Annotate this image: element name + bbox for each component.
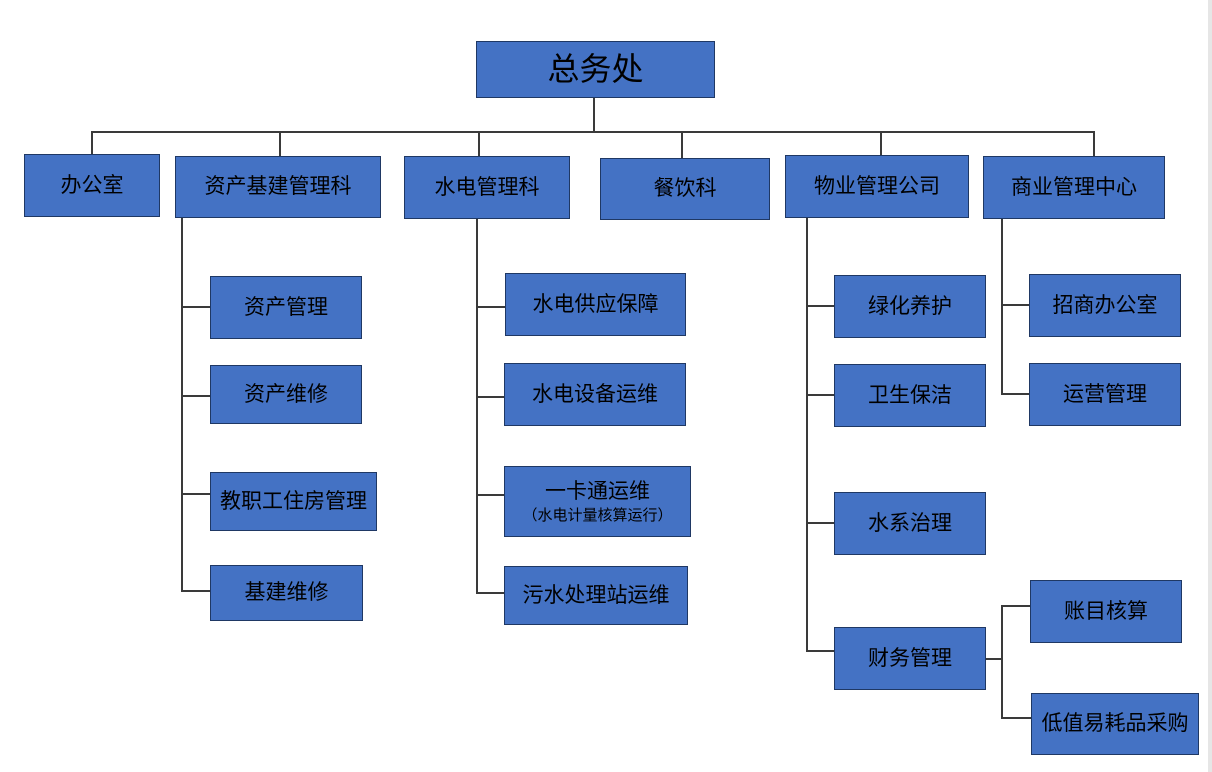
org-node-label: 办公室 [60, 172, 124, 197]
org-node-label: 污水处理站运维 [522, 582, 670, 607]
connector-line [1001, 393, 1031, 395]
org-node-label: 水系治理 [868, 510, 952, 535]
connector-line [181, 395, 211, 397]
connector-line [1001, 605, 1031, 607]
org-node-label: 物业管理公司 [814, 173, 940, 198]
org-node-finance: 财务管理 [834, 627, 986, 690]
page-edge [1208, 0, 1212, 772]
connector-line [91, 131, 1095, 133]
connector-line [476, 494, 506, 496]
connector-line [1001, 605, 1003, 719]
org-node-greening: 绿化养护 [834, 275, 986, 338]
org-node-operations: 运营管理 [1029, 363, 1181, 426]
org-node-label: 餐饮科 [653, 176, 717, 201]
connector-line [476, 592, 506, 594]
connector-line [91, 131, 93, 154]
org-node-water-power-dept: 水电管理科 [404, 156, 570, 219]
org-node-label: 资产维修 [244, 381, 328, 406]
org-node-label: 财务管理 [868, 645, 952, 670]
org-node-catering-dept: 餐饮科 [600, 158, 770, 220]
connector-line [476, 218, 478, 594]
connector-line [806, 217, 808, 652]
org-node-asset-repair: 资产维修 [210, 365, 362, 424]
org-node-staff-housing: 教职工住房管理 [210, 472, 377, 531]
connector-line [806, 522, 836, 524]
org-node-commercial-center: 商业管理中心 [983, 156, 1165, 219]
connector-line [181, 217, 183, 592]
org-node-label: 资产基建管理科 [204, 174, 352, 199]
org-node-root: 总务处 [476, 41, 715, 98]
connector-line [476, 396, 506, 398]
org-node-card-system: 一卡通运维 （水电计量核算运行） [504, 466, 691, 537]
org-node-water-power-equipment: 水电设备运维 [504, 363, 686, 426]
org-node-cleaning: 卫生保洁 [834, 364, 986, 427]
org-node-office: 办公室 [24, 154, 160, 217]
org-node-construction-repair: 基建维修 [210, 565, 363, 621]
connector-line [478, 131, 480, 156]
org-node-water-power-supply: 水电供应保障 [505, 273, 686, 336]
org-node-label: 招商办公室 [1052, 292, 1158, 317]
connector-line [880, 131, 882, 155]
org-node-label: 水电管理科 [434, 174, 540, 199]
connector-line [1001, 717, 1033, 719]
org-node-label: 账目核算 [1064, 598, 1148, 623]
org-node-consumables-purchase: 低值易耗品采购 [1031, 693, 1199, 755]
connector-line [476, 306, 506, 308]
org-node-label: 商业管理中心 [1011, 174, 1137, 199]
org-node-label: 总务处 [547, 50, 644, 89]
org-node-property-company: 物业管理公司 [785, 155, 969, 218]
org-node-label: 一卡通运维 [545, 478, 650, 503]
connector-line [985, 658, 1002, 660]
connector-line [1093, 131, 1095, 156]
org-node-note: （水电计量核算运行） [522, 506, 673, 525]
connector-line [181, 590, 211, 592]
org-node-label: 绿化养护 [868, 293, 952, 318]
org-node-label: 水电设备运维 [532, 381, 658, 406]
connector-line [806, 305, 836, 307]
org-node-label: 低值易耗品采购 [1041, 711, 1189, 736]
connector-line [181, 306, 211, 308]
org-node-label: 卫生保洁 [868, 382, 952, 407]
connector-line [593, 97, 595, 132]
org-node-asset-dept: 资产基建管理科 [175, 156, 381, 218]
connector-line [181, 493, 211, 495]
org-node-asset-management: 资产管理 [210, 276, 362, 339]
org-node-accounting: 账目核算 [1030, 580, 1182, 643]
org-node-label: 基建维修 [244, 580, 329, 605]
connector-line [1001, 304, 1031, 306]
connector-line [806, 394, 836, 396]
org-node-investment-office: 招商办公室 [1029, 274, 1181, 337]
connector-line [1001, 218, 1003, 395]
org-node-label: 运营管理 [1063, 381, 1147, 406]
org-node-sewage-station: 污水处理站运维 [504, 566, 688, 625]
org-node-label: 资产管理 [244, 294, 328, 319]
connector-line [279, 131, 281, 156]
org-node-label: 教职工住房管理 [220, 488, 367, 513]
connector-line [681, 131, 683, 158]
org-node-water-system: 水系治理 [834, 492, 986, 555]
connector-line [806, 650, 836, 652]
org-node-label: 水电供应保障 [532, 291, 659, 316]
